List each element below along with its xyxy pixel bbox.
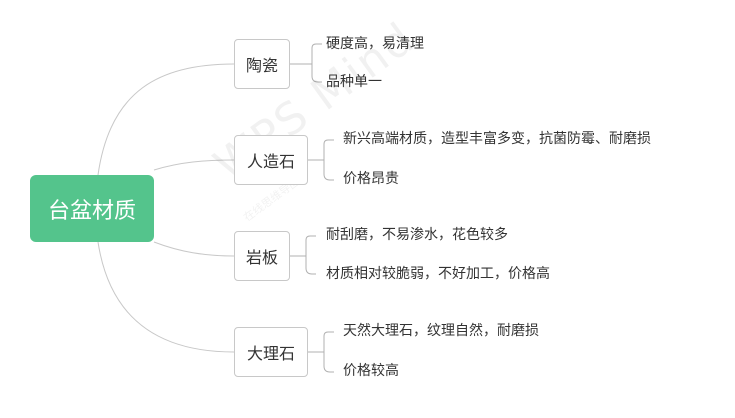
connector-root-branch-3 (153, 241, 235, 257)
branch-node-slate[interactable]: 岩板 (234, 231, 290, 281)
connector-root-branch-4 (97, 241, 235, 353)
connector-root-branch-2 (153, 159, 235, 171)
leaf-ceramic-1[interactable]: 硬度高，易清理 (326, 36, 424, 52)
connector-branch-2-leaves (308, 139, 334, 181)
leaf-ceramic-2[interactable]: 品种单一 (326, 74, 382, 90)
leaf-slate-1[interactable]: 耐刮磨，不易渗水，花色较多 (326, 227, 508, 243)
connector-branch-4-leaves (308, 331, 334, 373)
connector-branch-3-leaves (290, 235, 316, 275)
connector-branch-1-leaves (290, 43, 322, 83)
branch-node-marble[interactable]: 大理石 (234, 327, 308, 377)
leaf-slate-2[interactable]: 材质相对较脆弱，不好加工，价格高 (326, 266, 550, 282)
branch-node-artificial-stone[interactable]: 人造石 (234, 135, 308, 185)
leaf-marble-2[interactable]: 价格较高 (343, 363, 399, 379)
leaf-artificial-stone-2[interactable]: 价格昂贵 (343, 171, 399, 187)
connector-root-branch-1 (97, 63, 235, 176)
leaf-artificial-stone-1[interactable]: 新兴高端材质，造型丰富多变，抗菌防霉、耐磨损 (343, 131, 651, 147)
leaf-marble-1[interactable]: 天然大理石，纹理自然，耐磨损 (343, 323, 539, 339)
root-node[interactable]: 台盆材质 (30, 175, 154, 242)
branch-node-ceramic[interactable]: 陶瓷 (234, 39, 290, 89)
